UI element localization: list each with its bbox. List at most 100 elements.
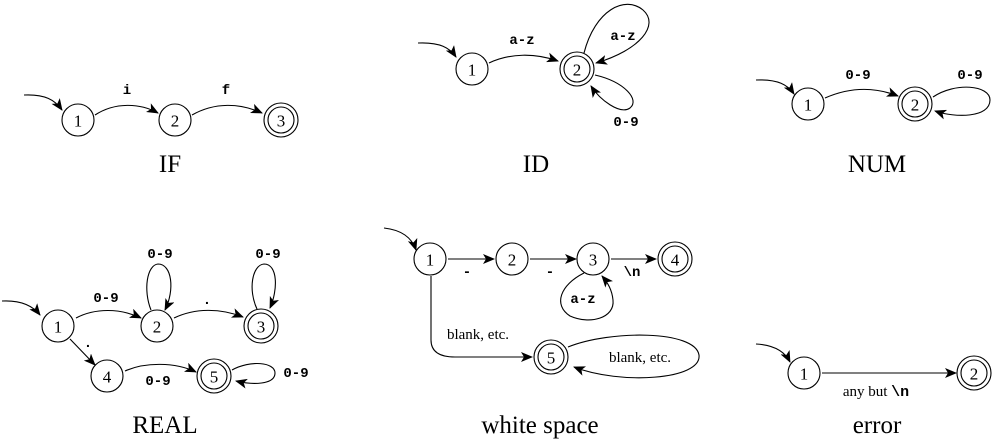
- automaton-white-space: 1 - 2 - 3 a-z \n 4 blank, etc. 5 blank, …: [383, 227, 700, 439]
- state-label: 5: [210, 368, 219, 387]
- accepting-ring: [661, 245, 689, 273]
- transition-label: a-z: [509, 33, 534, 49]
- state-3: [243, 308, 279, 344]
- automaton-if: 1 i 2 f 3 IF: [23, 83, 299, 178]
- transition-2-3: [191, 103, 263, 116]
- transition-label: 0-9: [255, 247, 280, 263]
- transition-label: blank, etc.: [447, 327, 509, 343]
- automaton-title: white space: [481, 412, 598, 439]
- transition-label: .: [84, 336, 92, 352]
- automaton-title: error: [853, 412, 902, 439]
- transition-1-2: [824, 87, 899, 99]
- transition-label: a-z: [610, 29, 635, 45]
- self-loop-a-z: [560, 272, 614, 321]
- state-label: 1: [54, 318, 63, 337]
- transition-label: i: [123, 83, 131, 99]
- accepting-ring: [267, 106, 295, 134]
- state-label: 2: [171, 112, 180, 131]
- accepting-ring: [247, 312, 275, 340]
- self-loop-0-9: [932, 86, 991, 120]
- state-1: [455, 52, 489, 86]
- automaton-title: REAL: [132, 412, 197, 439]
- automaton-title: ID: [523, 151, 549, 178]
- start-arrow: [23, 94, 63, 111]
- state-label: 2: [911, 96, 920, 115]
- accepting-ring: [901, 90, 929, 118]
- state-label: 1: [426, 251, 435, 270]
- accepting-ring: [200, 362, 228, 390]
- state-label: 4: [103, 368, 112, 387]
- transition-label: 0-9: [283, 366, 308, 382]
- transition-label: 0-9: [145, 374, 170, 390]
- state-label: 1: [804, 96, 813, 115]
- transition-label: 0-9: [613, 115, 638, 131]
- transition-label: .: [203, 293, 211, 309]
- state-2: [140, 309, 174, 343]
- state-5: [196, 358, 232, 394]
- transition-label: -: [546, 265, 554, 281]
- label-code: \n: [891, 384, 909, 401]
- transition-label: blank, etc.: [609, 350, 671, 366]
- state-5: [533, 339, 569, 375]
- self-loop-0-9: [251, 263, 280, 310]
- state-2: [956, 355, 992, 391]
- state-3: [576, 242, 610, 276]
- start-arrow: [755, 343, 791, 363]
- transition-label: 0-9: [93, 291, 118, 307]
- transition-1-2: [488, 52, 559, 64]
- transition-1-2: [94, 103, 159, 116]
- state-4: [657, 241, 693, 277]
- state-4: [90, 359, 124, 393]
- state-label: 1: [800, 365, 809, 384]
- automaton-title: IF: [159, 151, 181, 178]
- automaton-id: 1 a-z 2 a-z 0-9 ID: [417, 3, 650, 178]
- self-loop-0-9: [590, 74, 634, 111]
- transition-label: 0-9: [957, 68, 982, 84]
- self-loop-a-z: [583, 3, 650, 65]
- start-arrow: [1, 300, 41, 316]
- transition-label: 0-9: [845, 68, 870, 84]
- label-text: any but: [843, 384, 891, 400]
- state-1: [413, 242, 447, 276]
- state-label: 3: [277, 112, 286, 131]
- self-loop-blank: [567, 334, 700, 379]
- transition-label: \n: [624, 265, 641, 281]
- state-label: 2: [153, 318, 162, 337]
- start-arrow: [755, 79, 795, 95]
- state-label: 2: [573, 61, 582, 80]
- state-label: 2: [970, 365, 979, 384]
- transition-label: -: [463, 265, 471, 281]
- automaton-num: 1 0-9 2 0-9 NUM: [755, 68, 991, 178]
- state-1: [791, 87, 825, 121]
- state-1: [41, 309, 75, 343]
- transition-label: 0-9: [147, 247, 172, 263]
- state-2: [495, 242, 529, 276]
- state-2: [559, 51, 595, 87]
- transition-label: f: [222, 83, 230, 99]
- automaton-error: 1 any but \n 2 error: [755, 343, 992, 439]
- transition-label: any but \n: [843, 384, 909, 401]
- transition-1-4: [69, 338, 96, 366]
- accepting-ring: [960, 359, 988, 387]
- state-label: 2: [508, 251, 517, 270]
- state-label: 5: [547, 349, 556, 368]
- accepting-ring: [537, 343, 565, 371]
- state-label: 1: [74, 112, 83, 131]
- state-label: 3: [257, 318, 266, 337]
- state-label: 4: [671, 251, 680, 270]
- self-loop-0-9: [231, 363, 276, 389]
- start-arrow: [383, 227, 418, 251]
- accepting-ring: [563, 55, 591, 83]
- state-2: [158, 103, 192, 137]
- automaton-title: NUM: [848, 151, 906, 178]
- state-label: 1: [468, 61, 477, 80]
- state-1: [61, 103, 95, 137]
- state-3: [263, 102, 299, 138]
- start-arrow: [417, 42, 457, 58]
- self-loop-0-9: [146, 263, 175, 311]
- state-label: 3: [589, 251, 598, 270]
- transition-1-5: [430, 276, 533, 362]
- transition-4-5: [124, 362, 197, 373]
- transition-2-3: [173, 308, 244, 319]
- state-1: [787, 356, 821, 390]
